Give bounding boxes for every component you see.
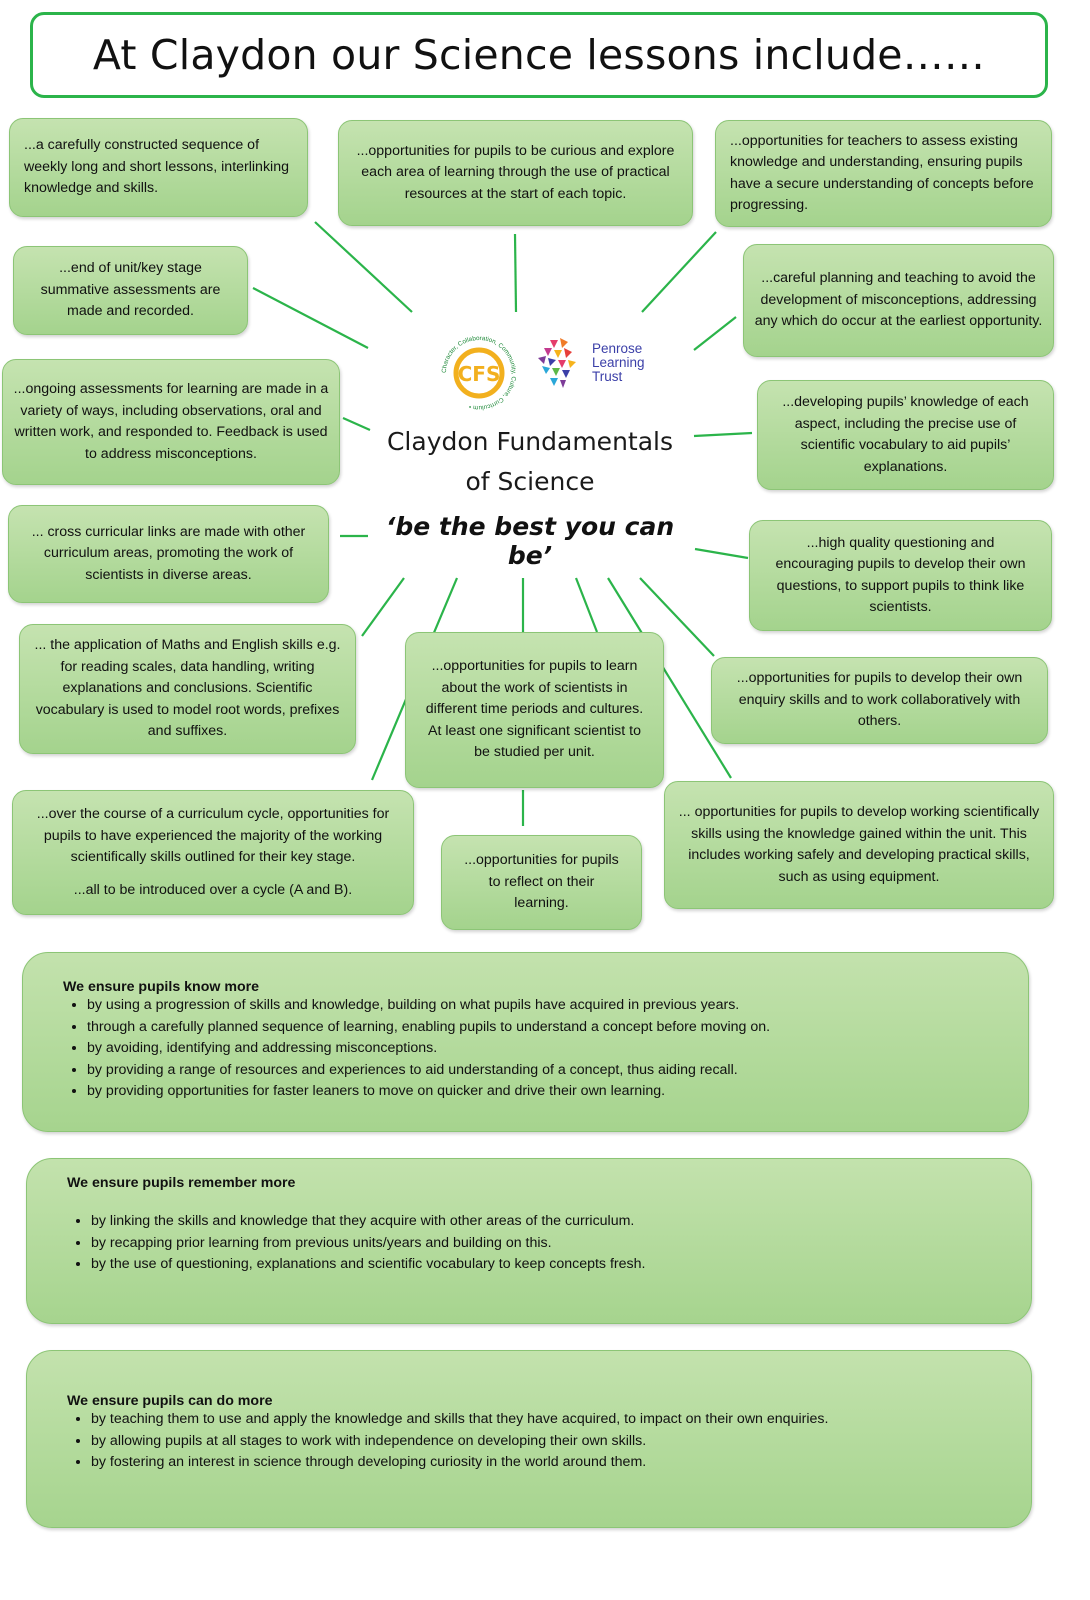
box-vocabulary: ...developing pupils’ knowledge of each … bbox=[757, 380, 1054, 490]
box-sequence-text: ...a carefully constructed sequence of w… bbox=[24, 137, 289, 197]
know-more-item: by providing opportunities for faster le… bbox=[87, 1081, 988, 1103]
do-more-list: by teaching them to use and apply the kn… bbox=[67, 1409, 991, 1474]
remember-more-list: by linking the skills and knowledge that… bbox=[67, 1211, 991, 1276]
page-title: At Claydon our Science lessons include…… bbox=[92, 31, 986, 79]
box-cycle: ...over the course of a curriculum cycle… bbox=[12, 790, 414, 915]
do-more-heading: We ensure pupils can do more bbox=[67, 1393, 273, 1409]
connector-assess bbox=[641, 231, 717, 313]
box-questioning: ...high quality questioning and encourag… bbox=[749, 520, 1052, 631]
connector-vocabulary bbox=[693, 431, 753, 438]
panel-know-more: We ensure pupils know more by using a pr… bbox=[22, 952, 1029, 1132]
penrose-word-3: Trust bbox=[592, 369, 623, 384]
remember-more-item: by the use of questioning, explanations … bbox=[91, 1254, 991, 1276]
penrose-logo-icon bbox=[538, 338, 576, 388]
connector-working bbox=[607, 577, 732, 779]
box-vocabulary-text: ...developing pupils’ knowledge of each … bbox=[782, 394, 1029, 475]
box-working: ... opportunities for pupils to develop … bbox=[664, 781, 1054, 909]
box-enquiry: ...opportunities for pupils to develop t… bbox=[711, 657, 1048, 744]
know-more-heading: We ensure pupils know more bbox=[63, 979, 260, 995]
box-misconceptions-text: ...careful planning and teaching to avoi… bbox=[754, 270, 1043, 330]
connector-curious bbox=[513, 233, 518, 313]
connector-ongoing bbox=[342, 416, 371, 432]
box-cross-text: ... cross curricular links are made with… bbox=[31, 523, 306, 583]
know-more-item: by using a progression of skills and kno… bbox=[87, 995, 988, 1017]
penrose-word-2: Learning bbox=[592, 355, 645, 370]
center-title-line1: Claydon Fundamentals bbox=[386, 427, 674, 456]
connector-maths bbox=[361, 577, 405, 637]
box-summative-text: ...end of unit/key stage summative asses… bbox=[40, 260, 221, 320]
center-title-line2: of Science bbox=[465, 467, 595, 496]
box-cycle-text: ...over the course of a curriculum cycle… bbox=[36, 806, 390, 865]
box-enquiry-text: ...opportunities for pupils to develop t… bbox=[736, 670, 1023, 730]
box-maths-text: ... the application of Maths and English… bbox=[34, 637, 341, 740]
box-curious: ...opportunities for pupils to be curiou… bbox=[338, 120, 693, 226]
box-cross: ... cross curricular links are made with… bbox=[8, 505, 329, 603]
motto: ‘be the best you can be’ bbox=[385, 512, 675, 570]
box-ongoing-text: ...ongoing assessments for learning are … bbox=[13, 381, 329, 462]
penrose-wordmark: Penrose Learning Trust bbox=[592, 342, 645, 384]
know-more-item: by providing a range of resources and ex… bbox=[87, 1060, 988, 1082]
cfs-letters: CFS bbox=[458, 362, 501, 386]
box-ongoing: ...ongoing assessments for learning are … bbox=[2, 359, 340, 485]
do-more-item: by teaching them to use and apply the kn… bbox=[91, 1409, 991, 1431]
remember-more-heading: We ensure pupils remember more bbox=[67, 1175, 296, 1191]
box-assess: ...opportunities for teachers to assess … bbox=[715, 120, 1052, 227]
connector-misconceptions bbox=[693, 316, 737, 351]
box-summative: ...end of unit/key stage summative asses… bbox=[13, 246, 248, 335]
cfs-logo: Character, Collaboration, Community, Cul… bbox=[439, 333, 519, 413]
title-banner: At Claydon our Science lessons include…… bbox=[30, 12, 1048, 98]
do-more-item: by fostering an interest in science thro… bbox=[91, 1452, 991, 1474]
do-more-item: by allowing pupils at all stages to work… bbox=[91, 1431, 991, 1453]
center-title: Claydon Fundamentals of Science bbox=[370, 422, 690, 502]
know-more-item: by avoiding, identifying and addressing … bbox=[87, 1038, 988, 1060]
penrose-word-1: Penrose bbox=[592, 341, 643, 356]
connector-enquiry-b bbox=[639, 577, 715, 657]
know-more-list: by using a progression of skills and kno… bbox=[63, 995, 988, 1103]
remember-more-item: by recapping prior learning from previou… bbox=[91, 1233, 991, 1255]
box-reflect-text: ...opportunities for pupils to reflect o… bbox=[464, 852, 619, 912]
connector-enquiry-a bbox=[574, 577, 599, 633]
box-misconceptions: ...careful planning and teaching to avoi… bbox=[743, 244, 1054, 357]
box-questioning-text: ...high quality questioning and encourag… bbox=[775, 534, 1026, 616]
connector-summative bbox=[252, 287, 369, 349]
box-reflect: ...opportunities for pupils to reflect o… bbox=[441, 835, 642, 930]
remember-more-item: by linking the skills and knowledge that… bbox=[91, 1211, 991, 1233]
box-assess-text: ...opportunities for teachers to assess … bbox=[730, 132, 1034, 214]
connector-questioning bbox=[694, 547, 749, 560]
panel-do-more: We ensure pupils can do more by teaching… bbox=[26, 1350, 1032, 1528]
box-curious-text: ...opportunities for pupils to be curiou… bbox=[356, 142, 675, 202]
panel-remember-more: We ensure pupils remember more by linkin… bbox=[26, 1158, 1032, 1324]
box-working-text: ... opportunities for pupils to develop … bbox=[678, 804, 1040, 885]
box-scientists: ...opportunities for pupils to learn abo… bbox=[405, 632, 664, 788]
box-sequence: ...a carefully constructed sequence of w… bbox=[9, 118, 308, 217]
box-scientists-text: ...opportunities for pupils to learn abo… bbox=[425, 658, 644, 761]
box-cycle-text2: ...all to be introduced over a cycle (A … bbox=[73, 881, 353, 898]
box-maths: ... the application of Maths and English… bbox=[19, 624, 356, 754]
connector-sequence bbox=[314, 221, 413, 313]
know-more-item: through a carefully planned sequence of … bbox=[87, 1017, 988, 1039]
